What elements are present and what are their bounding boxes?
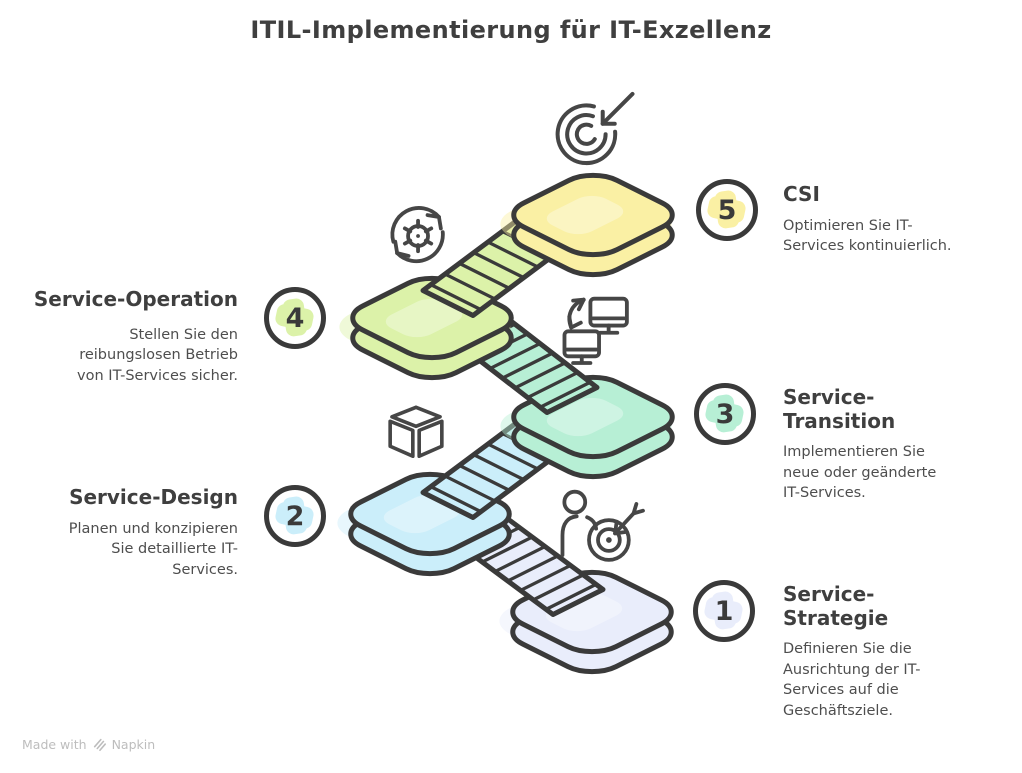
- platform-stage-2: [337, 467, 524, 580]
- napkin-brand-label: Napkin: [111, 737, 156, 752]
- napkin-logo-icon: [93, 738, 106, 752]
- gear-cycle-icon: [376, 198, 462, 274]
- badge-paint-blob: [275, 496, 314, 535]
- stage-text-service-transition: Service- Transition Implementieren Sie n…: [783, 385, 998, 504]
- stage-title: CSI: [783, 182, 820, 206]
- stage-description: Implementieren Sie neue oder geänderte I…: [783, 444, 937, 502]
- stage-text-service-operation: Service-Operation Stellen Sie den reibun…: [3, 287, 238, 386]
- stage-text-service-design: Service-Design Planen und konzipieren Si…: [3, 485, 238, 580]
- stage-title: Service- Transition: [783, 385, 896, 433]
- badge-paint-blob: [704, 591, 743, 630]
- stage-badge-5: 5: [696, 179, 758, 241]
- badge-paint-blob: [707, 190, 746, 229]
- monitors-sync-icon: [552, 287, 648, 367]
- made-with-napkin-watermark: Made with Napkin: [22, 737, 155, 752]
- badge-paint-blob: [275, 298, 314, 337]
- stage-badge-4: 4: [264, 287, 326, 349]
- stage-description: Optimieren Sie IT- Services kontinuierli…: [783, 217, 952, 255]
- stage-badge-1: 1: [693, 580, 755, 642]
- stage-number: 4: [285, 302, 305, 334]
- stage-description: Definieren Sie die Ausrichtung der IT- S…: [783, 641, 921, 719]
- platform-stage-4: [339, 271, 526, 384]
- platform-stage-3: [500, 370, 687, 483]
- stage-badge-3: 3: [694, 383, 756, 445]
- stage-text-csi: CSI Optimieren Sie IT- Services kontinui…: [783, 182, 998, 257]
- page-title: ITIL-Implementierung für IT-Exzellenz: [250, 16, 772, 44]
- stage-number: 5: [717, 194, 737, 226]
- stage-number: 2: [285, 500, 305, 532]
- stage-title: Service-Design: [69, 485, 238, 509]
- cube-icon: [382, 400, 450, 468]
- stage-number: 3: [715, 398, 735, 430]
- stage-title: Service- Strategie: [783, 582, 889, 630]
- stage-number: 1: [714, 595, 734, 627]
- stage-badge-2: 2: [264, 485, 326, 547]
- stage-description: Planen und konzipieren Sie detaillierte …: [68, 520, 238, 578]
- made-with-label: Made with: [22, 737, 87, 752]
- stage-text-service-strategie: Service- Strategie Definieren Sie die Au…: [783, 582, 998, 722]
- stage-title: Service-Operation: [33, 287, 238, 311]
- platform-stage-5: [500, 168, 687, 281]
- badge-paint-blob: [705, 394, 744, 433]
- person-target-icon: [548, 486, 648, 576]
- target-arrow-icon: [548, 88, 644, 170]
- stage-description: Stellen Sie den reibungslosen Betrieb vo…: [77, 326, 238, 384]
